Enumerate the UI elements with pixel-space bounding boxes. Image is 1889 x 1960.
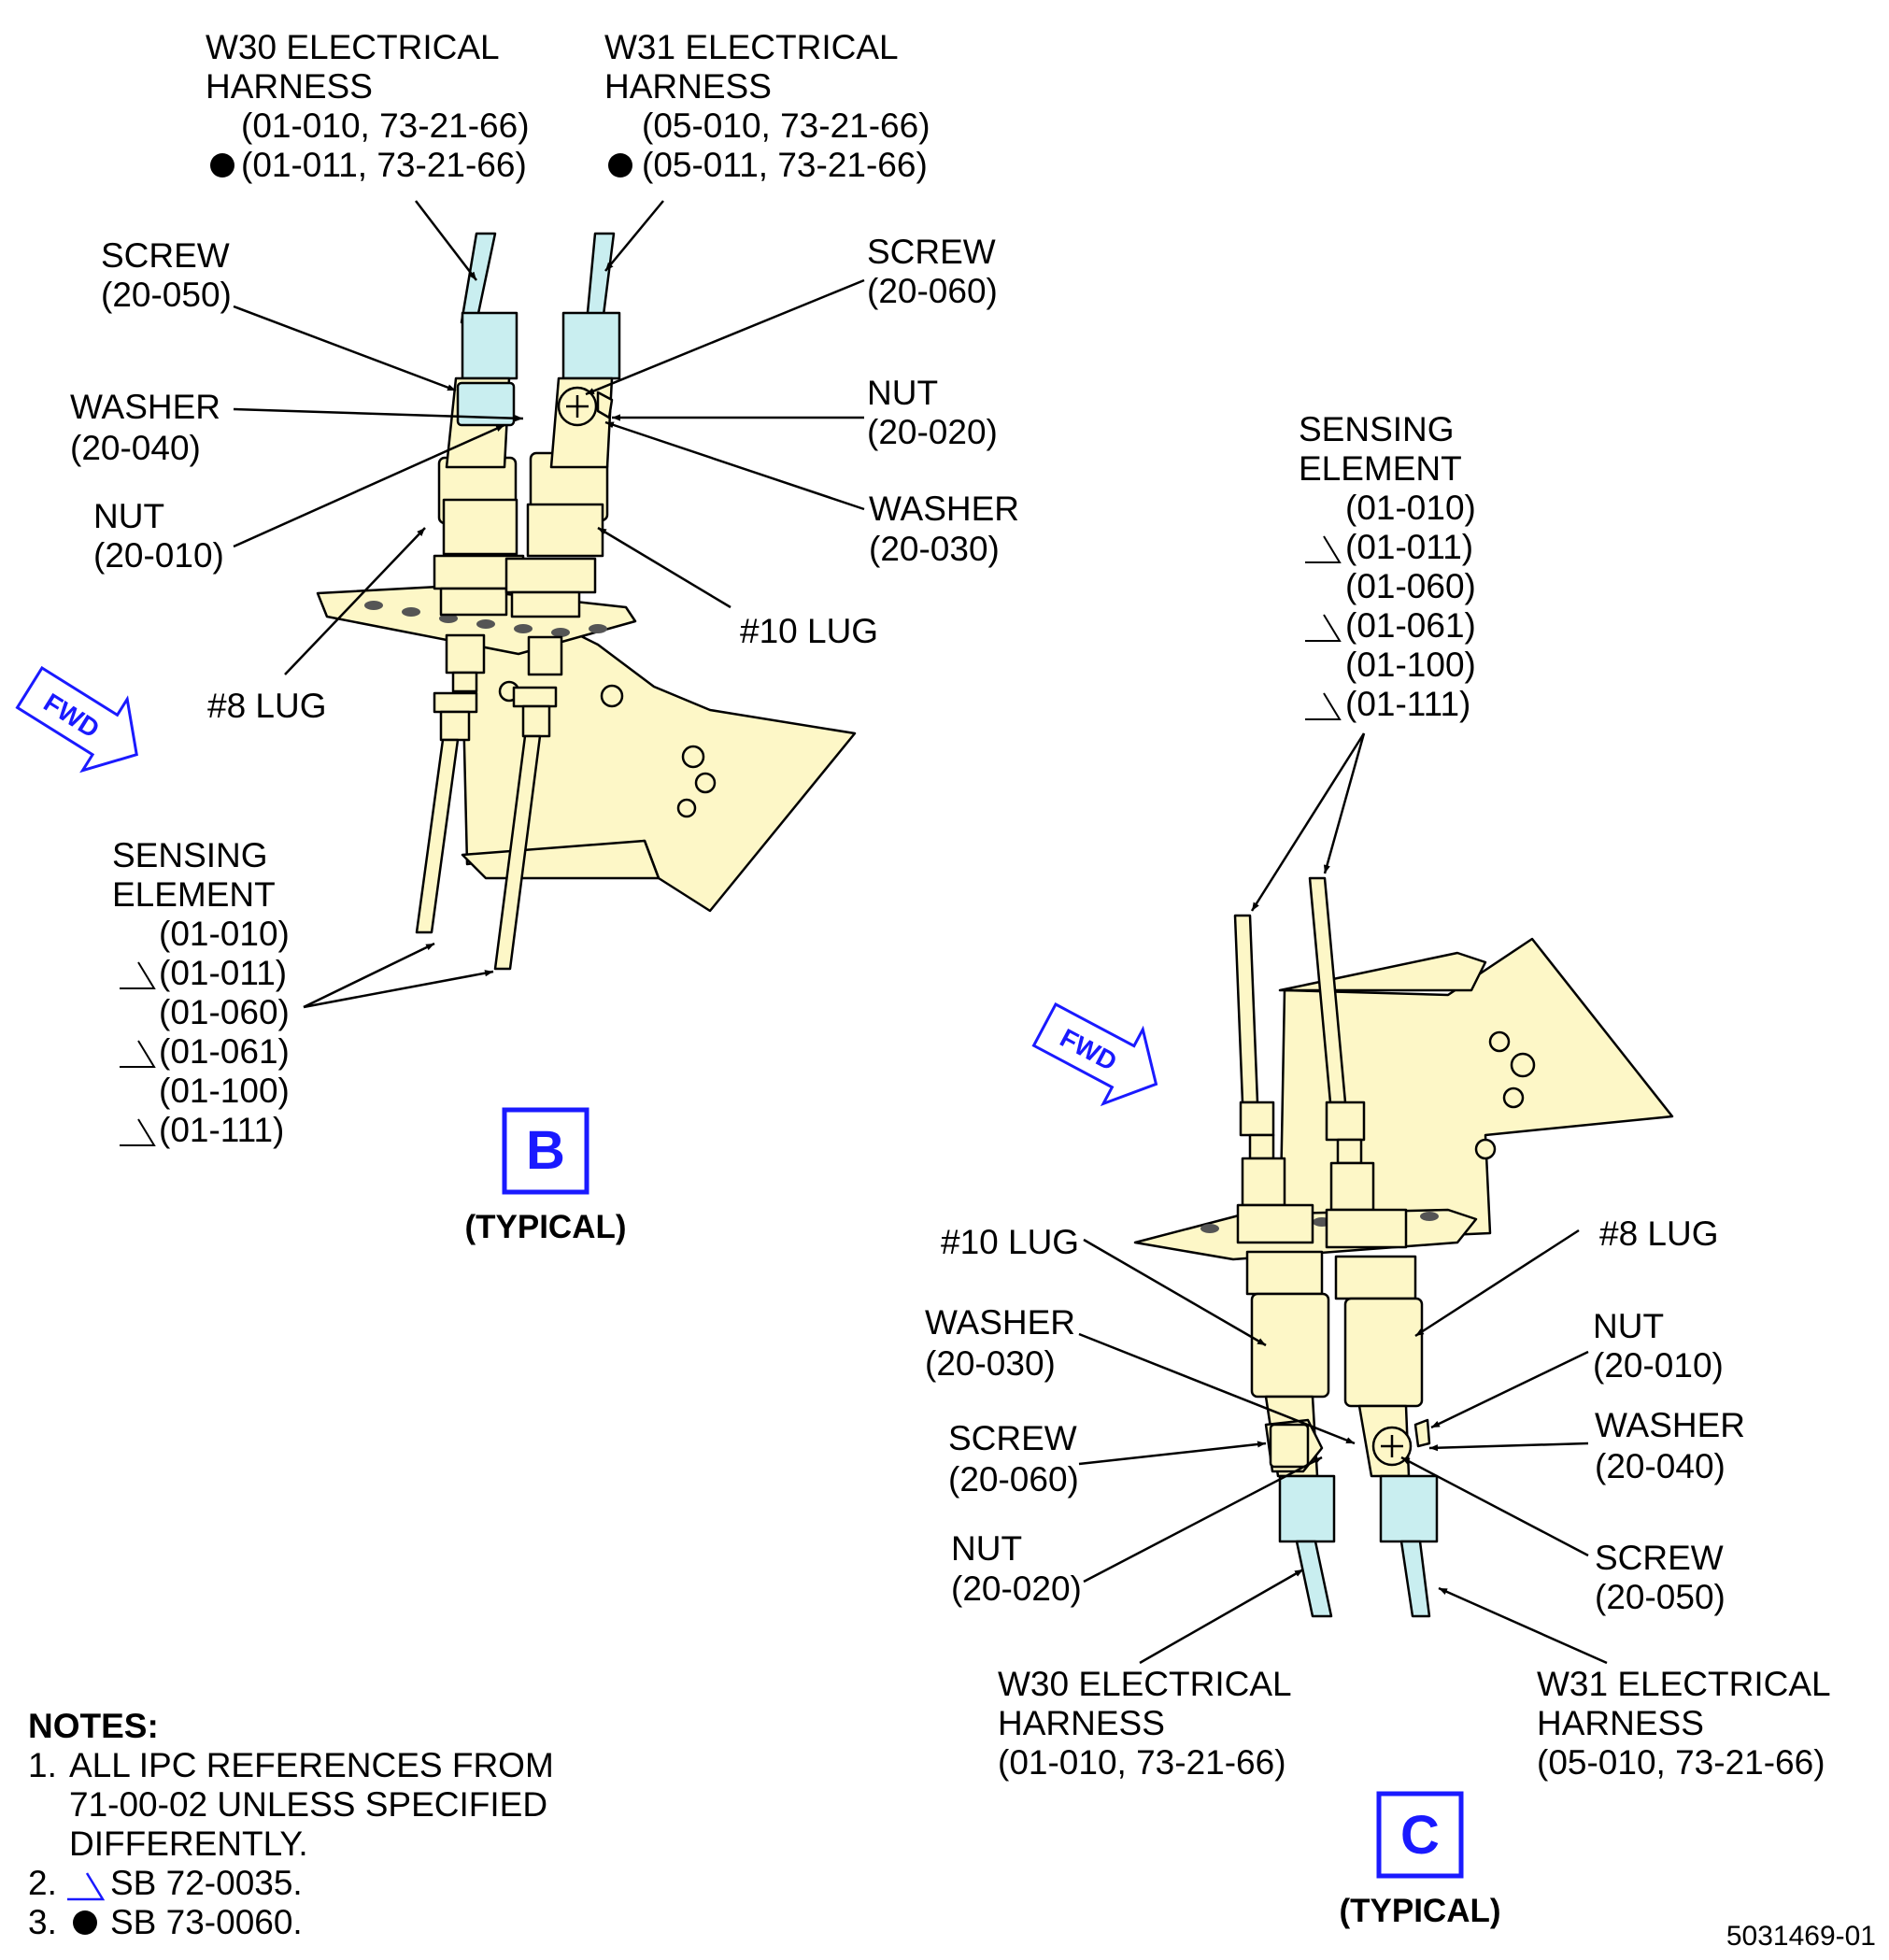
view-b-drawing: [316, 232, 857, 971]
notes-heading: NOTES:: [28, 1707, 159, 1745]
view-b-tag: B (TYPICAL): [464, 1107, 627, 1245]
screw-label-c-left: SCREW (20-060): [948, 1419, 1087, 1498]
w30-harness-label-b: W30 ELECTRICAL HARNESS (01-010, 73-21-66…: [206, 28, 539, 184]
nut-label-c-left: NUT (20-020): [951, 1529, 1082, 1608]
washer-label-b-right: WASHER (20-030): [869, 490, 1029, 568]
view-c-letter: C: [1400, 1805, 1440, 1866]
sb-72-0035-flag: [1305, 535, 1342, 720]
screw-label-b-right: SCREW (20-060): [867, 233, 1005, 310]
w31-harness-label-b: W31 ELECTRICAL HARNESS (05-010, 73-21-66…: [604, 28, 940, 184]
view-b-caption: (TYPICAL): [464, 1209, 626, 1245]
notes-block: NOTES: 1. ALL IPC REFERENCES FROM 71-00-…: [28, 1707, 563, 1941]
washer-label-c-right: WASHER (20-040): [1595, 1406, 1754, 1485]
view-b-labels: W30 ELECTRICAL HARNESS (01-010, 73-21-66…: [70, 28, 1029, 1149]
view-c-caption: (TYPICAL): [1339, 1893, 1500, 1929]
sensing-element-label-c: SENSING ELEMENT (01-010) (01-011) (01-06…: [1299, 410, 1485, 723]
note-2: 2. SB 72-0035.: [28, 1864, 303, 1902]
lug8-label-c: #8 LUG: [1599, 1214, 1719, 1253]
sb-73-0060-bullet: [210, 153, 234, 178]
screw-label-c-right: SCREW (20-050): [1595, 1539, 1733, 1616]
w30-harness-label-c: W30 ELECTRICAL HARNESS (01-010, 73-21-66…: [998, 1665, 1300, 1782]
lug10-label-c: #10 LUG: [941, 1223, 1079, 1261]
sb-73-0060-bullet: [608, 153, 632, 178]
nut-label-b-left: NUT (20-010): [93, 497, 224, 575]
view-c-labels: SENSING ELEMENT (01-010) (01-011) (01-06…: [925, 410, 1839, 1782]
lug10-label-b: #10 LUG: [740, 612, 878, 650]
figure-id: 5031469-01: [1726, 1921, 1876, 1952]
nut-label-b-right: NUT (20-020): [867, 374, 998, 451]
view-c-fwd-arrow: FWD: [1031, 1001, 1158, 1107]
view-c-bracket-top: [1278, 951, 1487, 992]
sb-72-0035-flag: [120, 961, 156, 1146]
leader-lines: [233, 200, 1608, 1665]
view-c-tag: C (TYPICAL): [1339, 1791, 1501, 1929]
washer-label-c-left: WASHER (20-030): [925, 1303, 1085, 1383]
view-b-fwd-arrow: FWD: [15, 665, 138, 774]
lug8-label-b: #8 LUG: [207, 687, 327, 725]
view-b-letter: B: [526, 1120, 565, 1181]
washer-label-b-left: WASHER (20-040): [70, 388, 230, 467]
screw-label-b-left: SCREW (20-050): [101, 236, 239, 314]
sb-72-0035-flag: [67, 1872, 106, 1901]
note-3: 3. SB 73-0060.: [28, 1903, 303, 1941]
note-1: 1. ALL IPC REFERENCES FROM 71-00-02 UNLE…: [28, 1746, 563, 1863]
sensing-element-label-b: SENSING ELEMENT (01-010) (01-011) (01-06…: [112, 836, 299, 1149]
sb-73-0060-bullet: [73, 1910, 97, 1935]
nut-label-c-right: NUT (20-010): [1593, 1307, 1724, 1385]
view-c-drawing: [1133, 876, 1674, 1618]
w31-harness-label-c: W31 ELECTRICAL HARNESS (05-010, 73-21-66…: [1537, 1665, 1839, 1782]
